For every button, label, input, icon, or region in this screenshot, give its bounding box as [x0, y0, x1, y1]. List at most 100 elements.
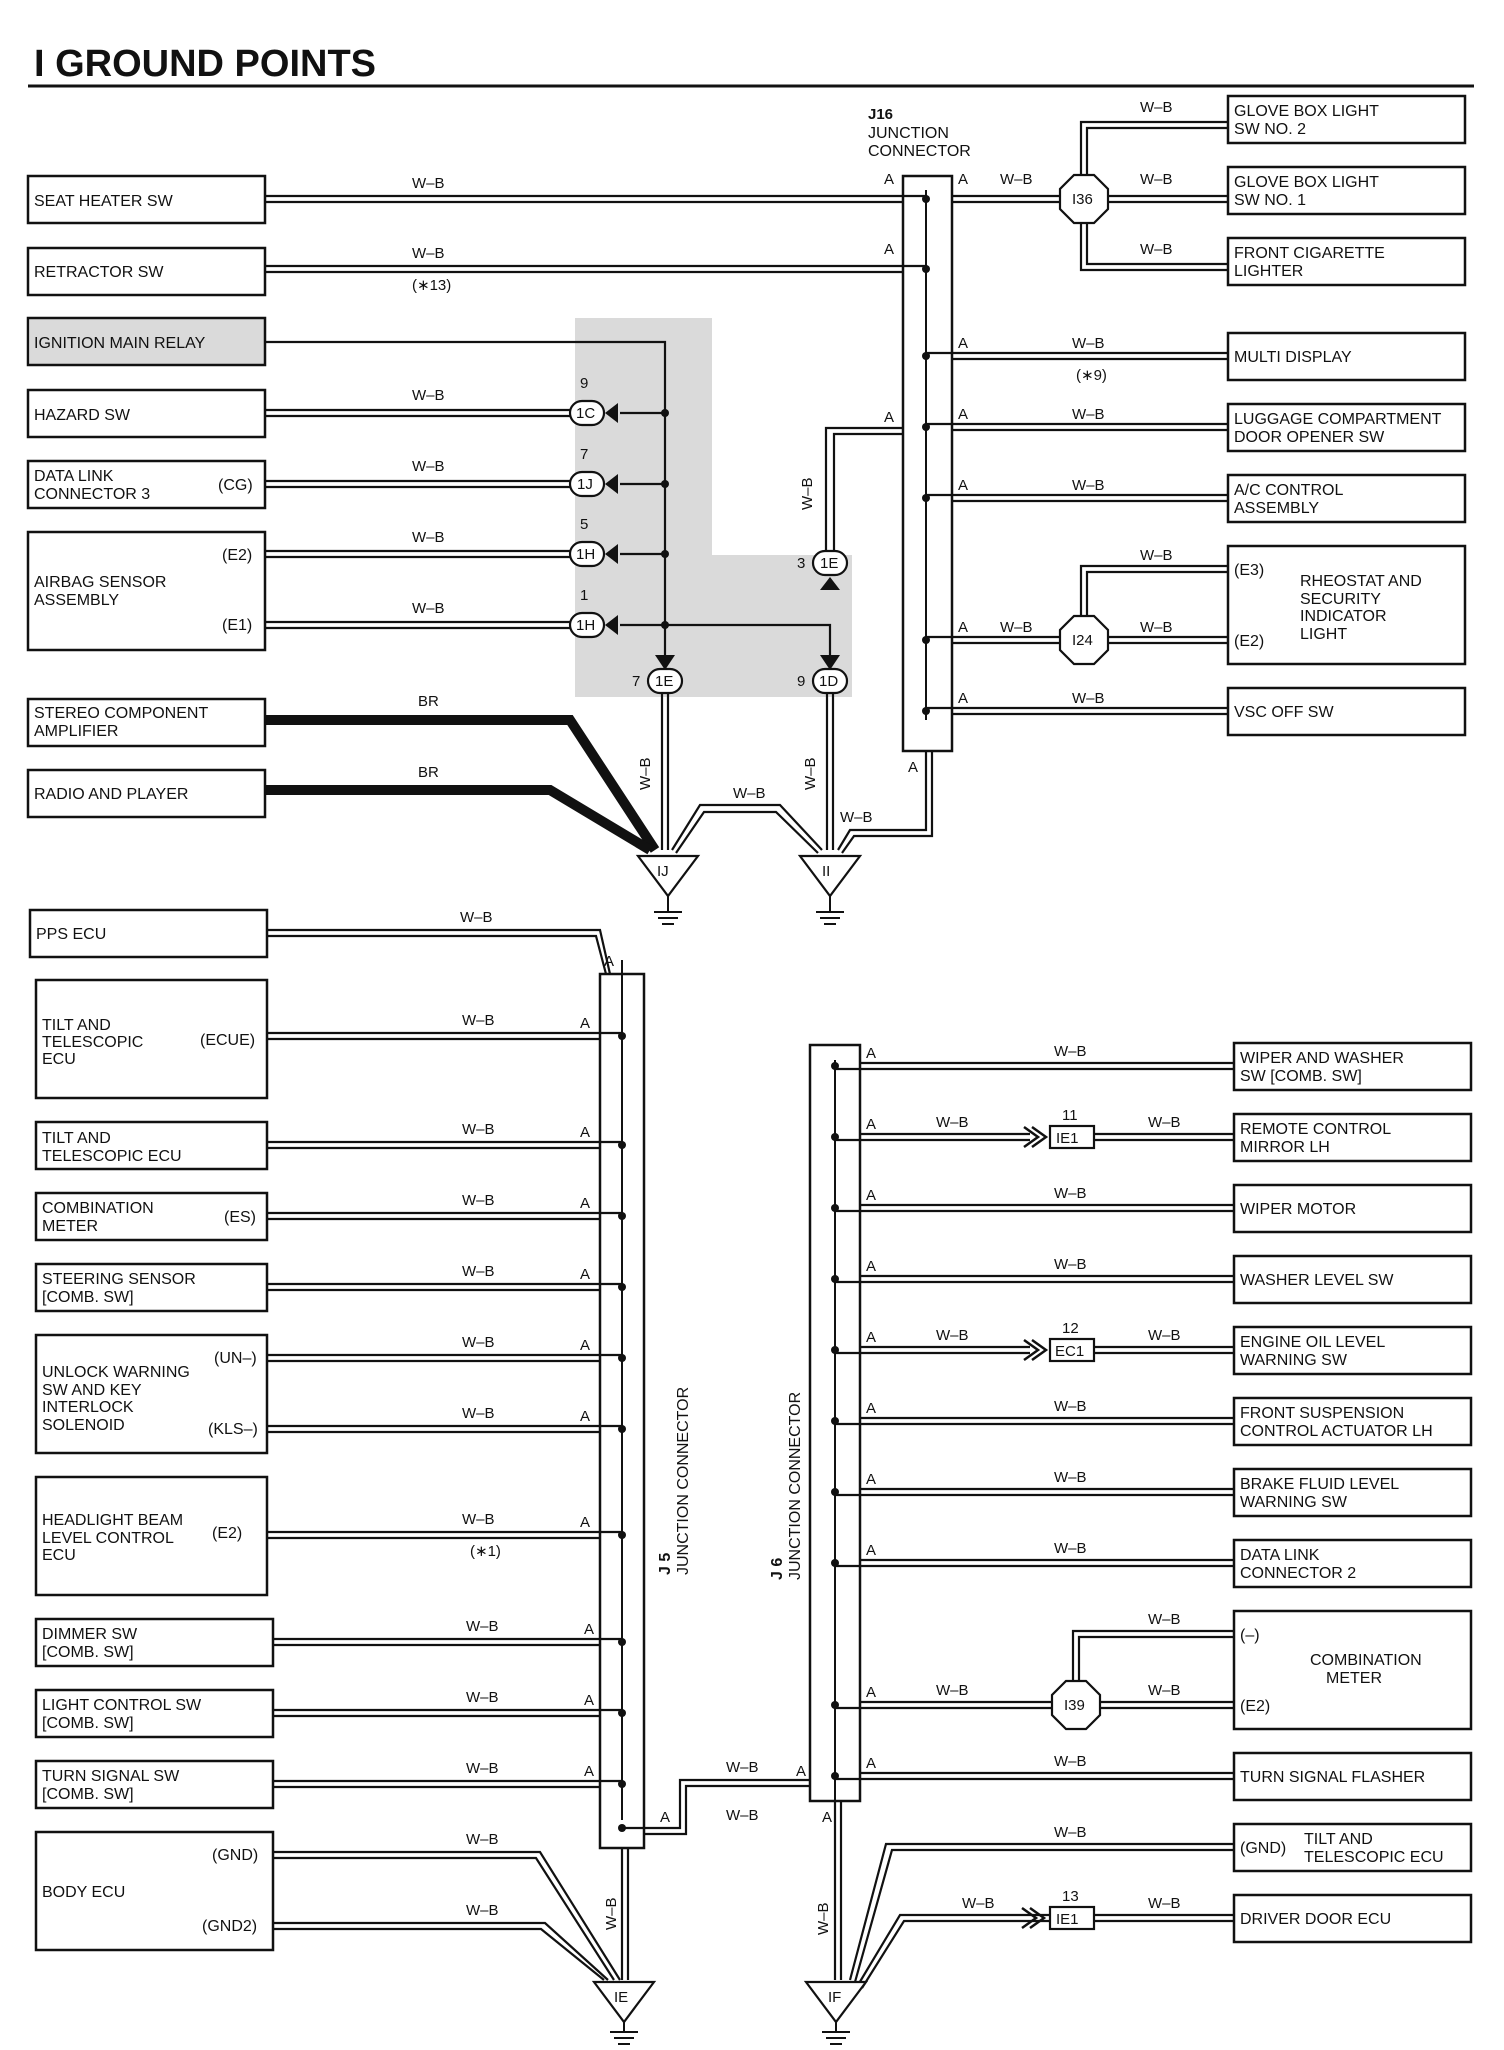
svg-text:WARNING SW: WARNING SW — [1240, 1494, 1348, 1511]
svg-text:W–B: W–B — [466, 1902, 499, 1919]
wire-label: W–B — [733, 785, 766, 802]
svg-text:DIMMER SW: DIMMER SW — [42, 1626, 138, 1643]
svg-text:TELESCOPIC ECU: TELESCOPIC ECU — [1304, 1849, 1444, 1866]
svg-text:(E2): (E2) — [212, 1525, 242, 1542]
svg-text:W–B: W–B — [466, 1618, 499, 1635]
svg-text:VSC OFF SW: VSC OFF SW — [1234, 704, 1334, 721]
svg-text:1H: 1H — [576, 546, 595, 563]
svg-text:UNLOCK WARNING: UNLOCK WARNING — [42, 1364, 190, 1381]
j16-name-line2: CONNECTOR — [868, 143, 971, 160]
svg-text:A: A — [580, 1514, 590, 1531]
ac-control-assembly: A/C CONTROL ASSEMBLY — [1226, 473, 1467, 524]
wiper-and-washer-sw: WIPER AND WASHER SW [COMB. SW] — [1232, 1041, 1473, 1092]
svg-text:A: A — [866, 1542, 876, 1559]
svg-text:WARNING SW: WARNING SW — [1240, 1352, 1348, 1369]
svg-text:A: A — [660, 1809, 670, 1826]
top-left-wires — [265, 194, 926, 274]
svg-text:W–B: W–B — [462, 1192, 495, 1209]
heavy-wire-label: BR — [418, 764, 439, 781]
wire-label: W–B — [1072, 335, 1105, 352]
luggage-compartment-door-opener-sw: LUGGAGE COMPARTMENT DOOR OPENER SW — [1226, 402, 1467, 453]
j5-wires — [267, 928, 810, 1981]
svg-text:RETRACTOR SW: RETRACTOR SW — [34, 264, 164, 281]
svg-text:RHEOSTAT AND: RHEOSTAT AND — [1300, 573, 1422, 590]
connector-ec1-12: 12 EC1 — [1023, 1320, 1096, 1363]
svg-text:[COMB. SW]: [COMB. SW] — [42, 1289, 134, 1306]
svg-text:1C: 1C — [576, 405, 595, 422]
headlight-beam-level-control-ecu: HEADLIGHT BEAM LEVEL CONTROL ECU (E2) — [34, 1475, 269, 1597]
svg-text:ECU: ECU — [42, 1051, 76, 1068]
ground-if: IF — [803, 1980, 869, 2045]
svg-text:W–B: W–B — [462, 1405, 495, 1422]
svg-text:3: 3 — [797, 555, 805, 572]
svg-text:W–B: W–B — [1148, 1682, 1181, 1699]
svg-text:A: A — [796, 1763, 806, 1780]
pin-label: A — [884, 409, 894, 426]
svg-text:SOLENOID: SOLENOID — [42, 1417, 125, 1434]
svg-text:A: A — [866, 1755, 876, 1772]
glove-box-light-sw-1: GLOVE BOX LIGHT SW NO. 1 — [1226, 165, 1467, 216]
svg-text:W–B: W–B — [603, 1897, 620, 1930]
pin-label: A — [958, 477, 968, 494]
svg-text:1E: 1E — [820, 555, 838, 572]
svg-text:METER: METER — [42, 1218, 98, 1235]
svg-text:WIPER AND WASHER: WIPER AND WASHER — [1240, 1050, 1404, 1067]
svg-text:W–B: W–B — [1054, 1256, 1087, 1273]
svg-text:(GND): (GND) — [1240, 1840, 1286, 1857]
connector-ie1-13: 13 IE1 — [1021, 1888, 1096, 1931]
combination-meter: COMBINATION METER (–) (E2) — [1232, 1609, 1473, 1731]
svg-text:11: 11 — [1062, 1107, 1078, 1124]
svg-text:A: A — [866, 1116, 876, 1133]
svg-text:A: A — [584, 1621, 594, 1638]
splice-i24: I24 — [1058, 614, 1110, 666]
front-suspension-control-actuator-lh: FRONT SUSPENSION CONTROL ACTUATOR LH — [1232, 1396, 1473, 1447]
svg-text:A: A — [580, 1266, 590, 1283]
data-link-connector-3: DATA LINK CONNECTOR 3 (CG) — [26, 459, 267, 510]
connector-1j: 7 1J — [568, 446, 618, 498]
svg-text:(E2): (E2) — [1240, 1698, 1270, 1715]
svg-text:LUGGAGE COMPARTMENT: LUGGAGE COMPARTMENT — [1234, 411, 1442, 428]
j16-connector-bar — [901, 174, 954, 753]
svg-text:ASSEMBLY: ASSEMBLY — [1234, 500, 1319, 517]
svg-text:A: A — [584, 1692, 594, 1709]
wire-label: W–B — [840, 809, 873, 826]
connector-ie1-11: 11 IE1 — [1023, 1107, 1096, 1150]
svg-text:IE1: IE1 — [1056, 1130, 1079, 1147]
svg-text:W–B: W–B — [726, 1807, 759, 1824]
hazard-sw: HAZARD SW — [26, 388, 267, 439]
svg-text:TURN SIGNAL FLASHER: TURN SIGNAL FLASHER — [1240, 1769, 1425, 1786]
svg-text:A: A — [580, 1408, 590, 1425]
svg-text:WIPER MOTOR: WIPER MOTOR — [1240, 1201, 1356, 1218]
splice-i39: I39 — [1050, 1679, 1102, 1731]
svg-text:TILT AND: TILT AND — [42, 1017, 111, 1034]
svg-text:DRIVER DOOR ECU: DRIVER DOOR ECU — [1240, 1911, 1391, 1928]
svg-text:COMBINATION: COMBINATION — [1310, 1652, 1422, 1669]
svg-text:CONTROL ACTUATOR LH: CONTROL ACTUATOR LH — [1240, 1423, 1433, 1440]
svg-text:(E2): (E2) — [1234, 633, 1264, 650]
svg-text:12: 12 — [1062, 1320, 1079, 1337]
svg-text:MULTI DISPLAY: MULTI DISPLAY — [1234, 349, 1352, 366]
svg-text:1D: 1D — [819, 673, 838, 690]
svg-text:A: A — [580, 1015, 590, 1032]
svg-text:SW NO. 2: SW NO. 2 — [1234, 121, 1306, 138]
svg-text:W–B: W–B — [462, 1012, 495, 1029]
driver-door-ecu: DRIVER DOOR ECU — [1232, 1893, 1473, 1944]
svg-text:1H: 1H — [576, 617, 595, 634]
svg-text:W–B: W–B — [962, 1895, 995, 1912]
tilt-telescopic-ecu: TILT AND TELESCOPIC ECU — [34, 1120, 269, 1171]
svg-text:LIGHT CONTROL SW: LIGHT CONTROL SW — [42, 1697, 202, 1714]
svg-text:CONNECTOR 2: CONNECTOR 2 — [1240, 1565, 1356, 1582]
j6-pin-labels: A A A A A A A A A A A — [822, 1045, 876, 1826]
svg-text:9: 9 — [797, 673, 805, 690]
svg-text:(E2): (E2) — [222, 547, 252, 564]
wire-label: W–B — [412, 529, 445, 546]
svg-text:MIRROR LH: MIRROR LH — [1240, 1139, 1330, 1156]
svg-text:W–B: W–B — [462, 1511, 495, 1528]
svg-text:W–B: W–B — [460, 909, 493, 926]
wire-label: W–B — [1140, 547, 1173, 564]
svg-text:A: A — [866, 1684, 876, 1701]
svg-text:(ES): (ES) — [224, 1209, 256, 1226]
svg-text:IF: IF — [828, 1989, 841, 2006]
j16-id: J16 — [868, 106, 893, 123]
